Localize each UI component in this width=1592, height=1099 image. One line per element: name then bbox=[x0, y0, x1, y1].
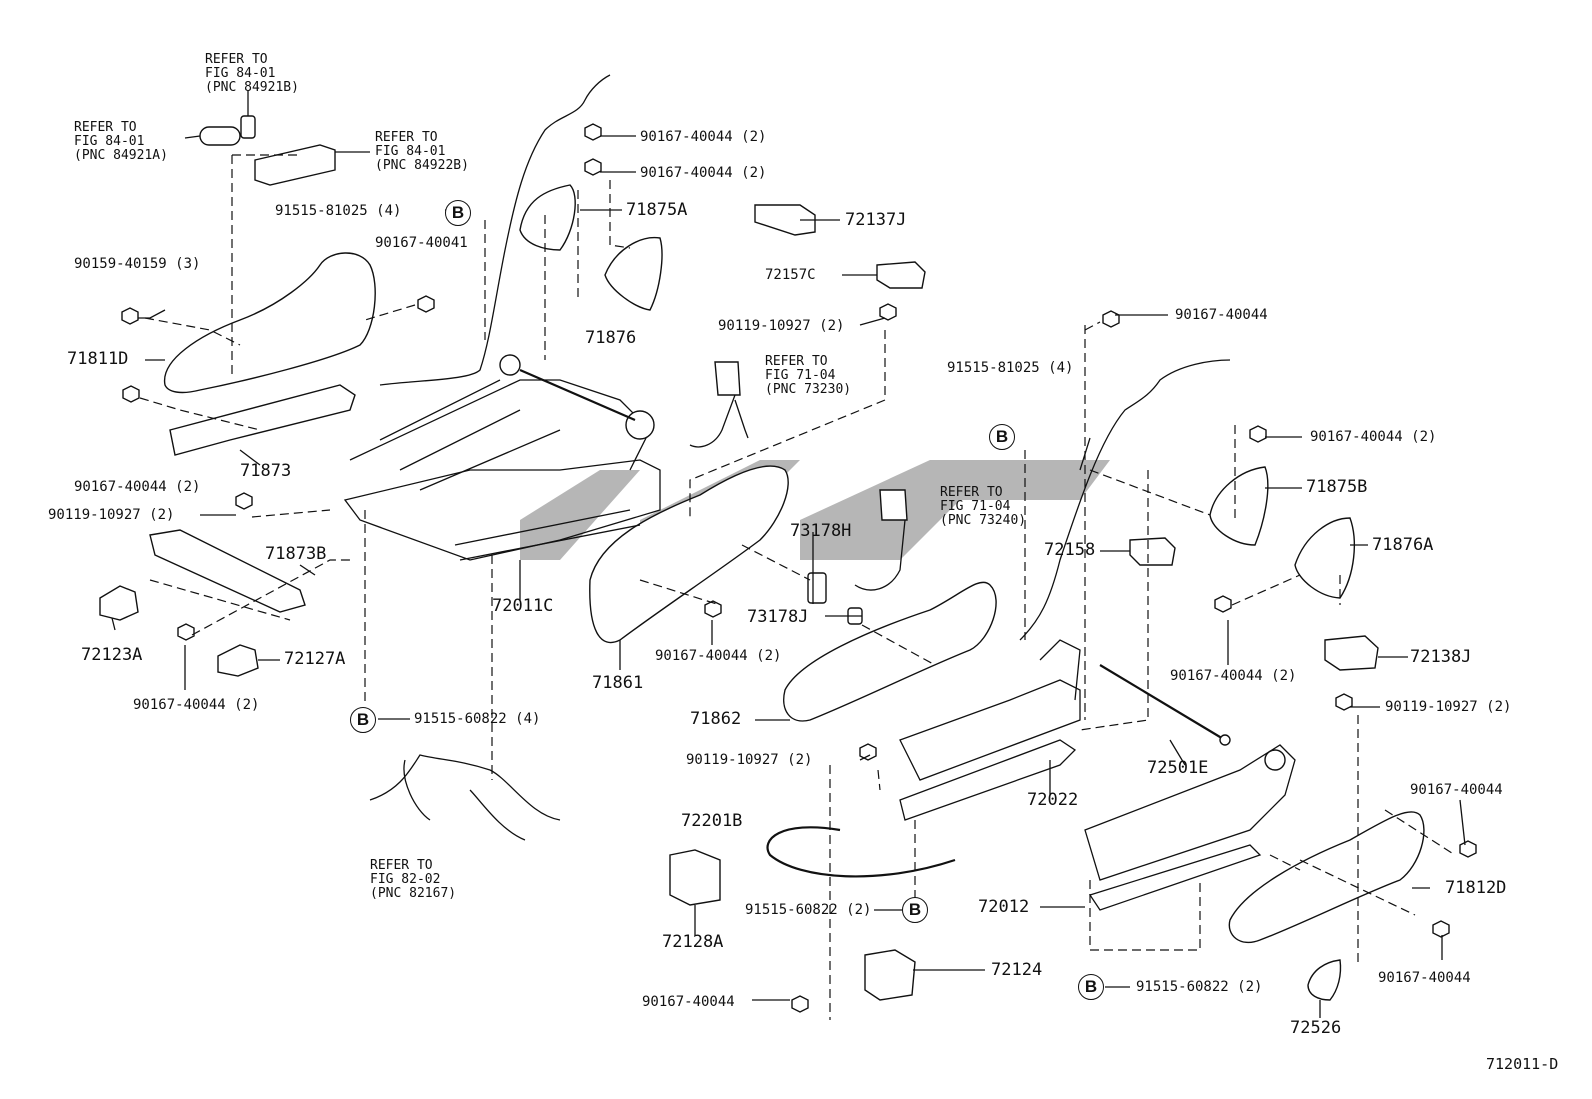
callout-90159-40159: 90159-40159 (3) bbox=[74, 256, 201, 272]
bolt-icons bbox=[121, 123, 1477, 1013]
ref-note-84921a: REFER TO FIG 84-01 (PNC 84921A) bbox=[74, 120, 168, 163]
callout-90119-10927-a: 90119-10927 (2) bbox=[718, 318, 845, 334]
callout-90119-10927-c: 90119-10927 (2) bbox=[1385, 699, 1512, 715]
left-seatback-outline bbox=[379, 74, 611, 386]
callout-71876: 71876 bbox=[585, 328, 637, 348]
callout-91515-60822-b: 91515-60822 (2) bbox=[745, 902, 872, 918]
callout-71861: 71861 bbox=[592, 673, 644, 693]
marker-b-4: B bbox=[902, 897, 928, 923]
right-seatback-outline bbox=[1019, 359, 1231, 641]
callout-90167-40044-g: 90167-40044 (2) bbox=[1170, 668, 1297, 684]
callout-91515-60822-c: 91515-60822 (2) bbox=[1136, 979, 1263, 995]
ref-note-73230: REFER TO FIG 71-04 (PNC 73230) bbox=[765, 354, 852, 397]
callout-90167-40044-i: 90167-40044 bbox=[1410, 782, 1503, 798]
callout-72158: 72158 bbox=[1044, 540, 1096, 560]
callout-91515-60822-a: 91515-60822 (4) bbox=[414, 711, 541, 727]
ref-note-84921b: REFER TO FIG 84-01 (PNC 84921B) bbox=[205, 52, 299, 95]
callout-72501e: 72501E bbox=[1147, 758, 1209, 778]
callout-73178j: 73178J bbox=[747, 607, 809, 627]
callout-72138j: 72138J bbox=[1410, 647, 1472, 667]
marker-b-1: B bbox=[445, 200, 471, 226]
callout-71873: 71873 bbox=[240, 461, 292, 481]
ref-note-84922b: REFER TO FIG 84-01 (PNC 84922B) bbox=[375, 130, 469, 173]
seat-shields bbox=[149, 252, 1425, 944]
callout-90167-40044-b: 90167-40044 (2) bbox=[640, 165, 767, 181]
callout-90167-40044-j: 90167-40044 bbox=[1378, 970, 1471, 986]
callout-72526: 72526 bbox=[1290, 1018, 1342, 1038]
callout-71811d: 71811D bbox=[67, 349, 129, 369]
callout-90167-40044-c: 90167-40044 bbox=[1175, 307, 1268, 323]
seat-frames bbox=[343, 354, 1296, 911]
callout-90167-40041: 90167-40041 bbox=[375, 235, 468, 251]
trim-parts bbox=[99, 115, 1379, 1001]
callout-90119-10927-d: 90119-10927 (2) bbox=[686, 752, 813, 768]
leader-lines bbox=[111, 90, 1466, 1018]
callout-71862: 71862 bbox=[690, 709, 742, 729]
callout-90167-40044-d: 90167-40044 (2) bbox=[74, 479, 201, 495]
seatbelt-buckles bbox=[689, 394, 906, 591]
ref-note-73240: REFER TO FIG 71-04 (PNC 73240) bbox=[940, 485, 1027, 528]
callout-71875b: 71875B bbox=[1306, 477, 1368, 497]
callout-90167-40044-e: 90167-40044 (2) bbox=[1310, 429, 1437, 445]
callout-73178h: 73178H bbox=[790, 521, 852, 541]
callout-72012: 72012 bbox=[978, 897, 1030, 917]
callout-72127a: 72127A bbox=[284, 649, 346, 669]
callout-72157c: 72157C bbox=[765, 267, 816, 283]
wire-harness bbox=[369, 754, 561, 841]
callout-90119-10927-b: 90119-10927 (2) bbox=[48, 507, 175, 523]
callout-72123a: 72123A bbox=[81, 645, 143, 665]
marker-b-3: B bbox=[350, 707, 376, 733]
callout-90167-40044-k: 90167-40044 bbox=[642, 994, 735, 1010]
callout-90167-40044-f: 90167-40044 (2) bbox=[655, 648, 782, 664]
callout-71812d: 71812D bbox=[1445, 878, 1507, 898]
callout-72137j: 72137J bbox=[845, 210, 907, 230]
callout-71873b: 71873B bbox=[265, 544, 327, 564]
callout-90167-40044-h: 90167-40044 (2) bbox=[133, 697, 260, 713]
callout-72124: 72124 bbox=[991, 960, 1043, 980]
callout-90167-40044-a: 90167-40044 (2) bbox=[640, 129, 767, 145]
ref-note-82167: REFER TO FIG 82-02 (PNC 82167) bbox=[370, 858, 457, 901]
marker-b-5: B bbox=[1078, 974, 1104, 1000]
callout-71875a: 71875A bbox=[626, 200, 688, 220]
rod-72201b bbox=[766, 826, 956, 878]
assembly-dashed-lines bbox=[139, 154, 1456, 1020]
marker-b-2: B bbox=[989, 424, 1015, 450]
figure-code: 712011-D bbox=[1486, 1055, 1559, 1073]
callout-91515-81025-a: 91515-81025 (4) bbox=[275, 203, 402, 219]
callout-91515-81025-b: 91515-81025 (4) bbox=[947, 360, 1074, 376]
callout-71876a: 71876A bbox=[1372, 535, 1434, 555]
callout-72022: 72022 bbox=[1027, 790, 1079, 810]
callout-72128a: 72128A bbox=[662, 932, 724, 952]
callout-72201b: 72201B bbox=[681, 811, 743, 831]
callout-72011c: 72011C bbox=[492, 596, 554, 616]
